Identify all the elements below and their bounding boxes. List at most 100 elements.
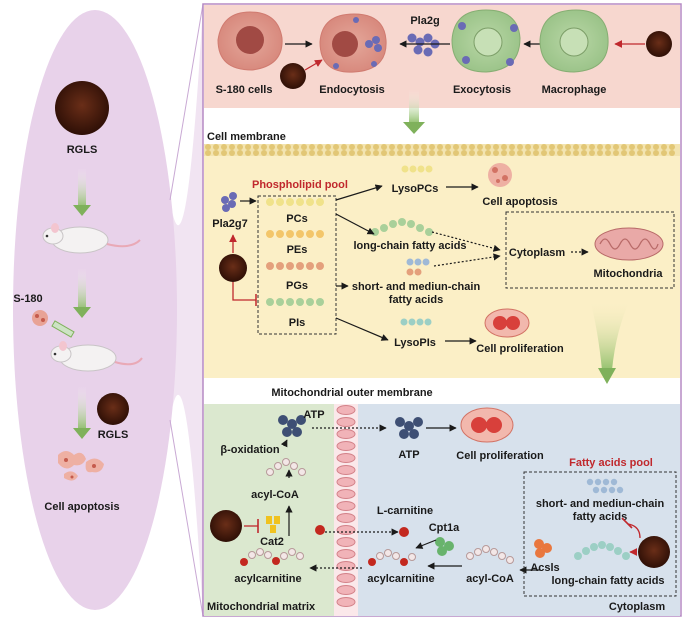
membrane-bead	[541, 150, 547, 156]
cpt1a-enzyme-icon	[435, 537, 454, 556]
membrane-bead	[381, 150, 387, 156]
membrane-bead	[405, 150, 411, 156]
membrane-bead	[277, 144, 283, 150]
membrane-bead	[645, 150, 651, 156]
membrane-bead	[269, 144, 275, 150]
membrane-bead	[477, 150, 483, 156]
membrane-bead	[661, 144, 667, 150]
rgls-inhibit-shortmedium-bar	[621, 517, 633, 529]
rgls-icon-top	[280, 63, 306, 89]
mouse-icon-2	[50, 341, 143, 372]
mito-membrane-bead	[336, 549, 356, 559]
mito-membrane-beads	[336, 405, 356, 607]
acylcarnitine-left-label: acylcarnitine	[234, 573, 301, 585]
membrane-bead	[661, 150, 667, 156]
mito-membrane-bead	[336, 525, 356, 535]
membrane-bead	[301, 150, 307, 156]
membrane-bead	[285, 144, 291, 150]
zoom-wedge	[170, 4, 203, 616]
acsls-enzyme-icon	[534, 539, 552, 558]
atp-cluster-right	[395, 417, 423, 439]
membrane-bead	[261, 150, 267, 156]
lysopi-icon	[400, 318, 432, 326]
cytoplasm-box	[505, 211, 675, 289]
acyl-coa-right-label: acyl-CoA	[466, 573, 514, 585]
membrane-bead	[653, 150, 659, 156]
membrane-bead	[525, 150, 531, 156]
membrane-bead	[589, 150, 595, 156]
acsls-label: Acsls	[530, 562, 559, 574]
down-arrow-3	[73, 386, 91, 439]
membrane-bead	[349, 150, 355, 156]
apoptosis-cell-icon	[488, 163, 512, 187]
membrane-bead	[645, 144, 651, 150]
membrane-bead	[573, 150, 579, 156]
mito-membrane-bead	[336, 501, 356, 511]
syringe-icon	[32, 310, 75, 338]
acylcarnitine-left-icon	[240, 548, 304, 566]
membrane-bead	[509, 150, 515, 156]
mito-membrane-bead	[336, 513, 356, 523]
middle-cell-proliferation-label: Cell proliferation	[476, 343, 564, 355]
membrane-bead	[293, 150, 299, 156]
membrane-bead	[309, 144, 315, 150]
membrane-bead	[237, 144, 243, 150]
membrane-bead	[293, 144, 299, 150]
membrane-bead	[629, 144, 635, 150]
membrane-bead	[549, 144, 555, 150]
green-down-arrow-top	[403, 90, 425, 134]
membrane-bead	[421, 144, 427, 150]
membrane-bead	[213, 150, 219, 156]
membrane-bead	[453, 150, 459, 156]
bottom-long-chain-label: long-chain fatty acids	[551, 575, 664, 587]
lysopc-icon	[401, 165, 433, 173]
membrane-bead	[357, 144, 363, 150]
membrane-bead	[389, 150, 395, 156]
membrane-bead	[245, 144, 251, 150]
rgls-top-label: RGLS	[67, 144, 98, 156]
membrane-bead	[565, 144, 571, 150]
membrane-bead	[485, 150, 491, 156]
membrane-bead	[477, 144, 483, 150]
bottom-cell-proliferation-label: Cell proliferation	[456, 450, 544, 462]
acyl-coa-right-icon	[466, 545, 514, 564]
arrow-pcs-longchain	[335, 213, 375, 235]
membrane-bead	[277, 150, 283, 156]
endocytosis-label: Endocytosis	[319, 84, 384, 96]
membrane-bead	[549, 150, 555, 156]
membrane-bead	[221, 144, 227, 150]
mito-membrane-bead	[336, 489, 356, 499]
cpt1a-label: Cpt1a	[429, 522, 460, 534]
membrane-bead	[349, 144, 355, 150]
membrane-bead	[221, 150, 227, 156]
membrane-bead	[421, 150, 427, 156]
membrane-bead	[517, 150, 523, 156]
mito-membrane-bead	[336, 477, 356, 487]
membrane-bead	[405, 144, 411, 150]
mito-membrane-bead	[336, 405, 356, 415]
membrane-bead	[469, 150, 475, 156]
exocytosis-cell-icon	[451, 9, 521, 73]
short-medium-fa-icon	[406, 258, 430, 276]
membrane-bead	[581, 144, 587, 150]
membrane-bead	[453, 144, 459, 150]
cell-membrane-label: Cell membrane	[207, 131, 286, 143]
exocytosis-label: Exocytosis	[453, 84, 511, 96]
mitochondria-icon	[594, 227, 664, 261]
membrane-bead	[613, 150, 619, 156]
membrane-bead	[229, 150, 235, 156]
pla2g7-label: Pla2g7	[212, 218, 247, 230]
rgls-powder-icon	[55, 81, 109, 135]
phospholipid-pool-title: Phospholipid pool	[252, 179, 348, 191]
atp-right-label: ATP	[398, 449, 419, 461]
middle-short-medium-label-2: fatty acids	[389, 294, 443, 306]
membrane-bead	[317, 150, 323, 156]
membrane-bead	[341, 150, 347, 156]
membrane-beads	[205, 144, 675, 156]
beta-oxidation-label: β-oxidation	[220, 444, 280, 456]
lysopcs-label: LysoPCs	[392, 183, 439, 195]
pi-lipid-icon	[266, 298, 324, 306]
acyl-coa-left-icon	[266, 458, 306, 476]
middle-cytoplasm-label: Cytoplasm	[509, 247, 565, 259]
membrane-bead	[485, 144, 491, 150]
